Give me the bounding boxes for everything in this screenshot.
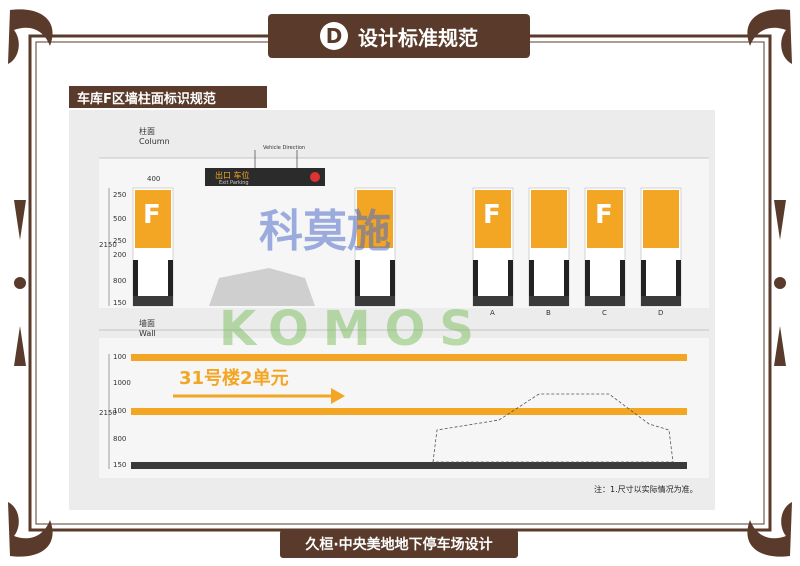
car-silhouette <box>209 268 315 306</box>
zone-letter-cola: F <box>483 200 501 230</box>
zone-letter-col1: F <box>143 200 161 230</box>
wall-dim-3: 100 <box>113 407 127 415</box>
column-dim-3: 250 <box>113 237 127 245</box>
wall-base-stripe <box>131 462 687 469</box>
title-letter-badge: D <box>320 22 348 50</box>
parking-icon <box>310 172 320 182</box>
page-title: 设计标准规范 <box>358 25 478 50</box>
column-width-label: 400 <box>147 175 161 183</box>
wall-dim-1: 100 <box>113 353 127 361</box>
column-letter-b: B <box>546 309 551 317</box>
column-group <box>132 187 682 307</box>
drawing-svg <box>99 150 709 478</box>
column-letter-a: A <box>490 309 495 317</box>
wall-dim-2: 1000 <box>113 379 131 387</box>
page-title-banner: D 设计标准规范 <box>268 14 530 58</box>
wall-dim-4: 800 <box>113 435 127 443</box>
column-letter-c: C <box>602 309 607 317</box>
section-title: 车库F区墙柱面标识规范 <box>69 86 267 108</box>
column-label-cn: 柱面 <box>139 127 155 136</box>
dimension-note: 注：1.尺寸以实际情况为准。 <box>594 485 698 494</box>
wall-building-text: 31号楼2单元 <box>179 368 289 389</box>
wall-orange-stripe-top <box>131 354 687 361</box>
column-dim-6: 150 <box>113 299 127 307</box>
wall-label-cn: 墙面 <box>139 319 155 328</box>
column-dim-5: 800 <box>113 277 127 285</box>
design-drawing: 柱面 Column 400 250 500 250 200 800 150 21… <box>69 110 715 510</box>
column-letter-d: D <box>658 309 664 317</box>
wall-dim-5: 150 <box>113 461 127 469</box>
wall-orange-stripe-bottom <box>131 408 687 415</box>
zone-letter-colc: F <box>595 200 613 230</box>
column-dim-2: 500 <box>113 215 127 223</box>
column-1-sign <box>135 190 171 248</box>
column-2-sign <box>357 190 393 248</box>
footer-project-title: 久桓·中央美地地下停车场设计 <box>280 530 518 558</box>
column-dim-1: 250 <box>113 191 127 199</box>
hanging-exit-sign <box>205 168 325 186</box>
hanging-sign-en: Exit Parking <box>219 180 249 186</box>
wall-label-en: Wall <box>139 329 156 338</box>
column-label-en: Column <box>139 137 170 146</box>
hanging-sign-caption: Vehicle Direction <box>263 145 306 151</box>
column-total-dim: 2150 <box>99 241 117 249</box>
hanging-sign-cn: 出口 车位 <box>215 171 250 180</box>
column-dim-4: 200 <box>113 251 127 259</box>
watermark-en: KOMOS <box>219 301 488 357</box>
wall-total-dim: 2150 <box>99 409 117 417</box>
watermark-cn: 科莫施 <box>259 206 391 257</box>
wall-arrow-head <box>331 388 345 404</box>
car-outline <box>432 393 674 463</box>
